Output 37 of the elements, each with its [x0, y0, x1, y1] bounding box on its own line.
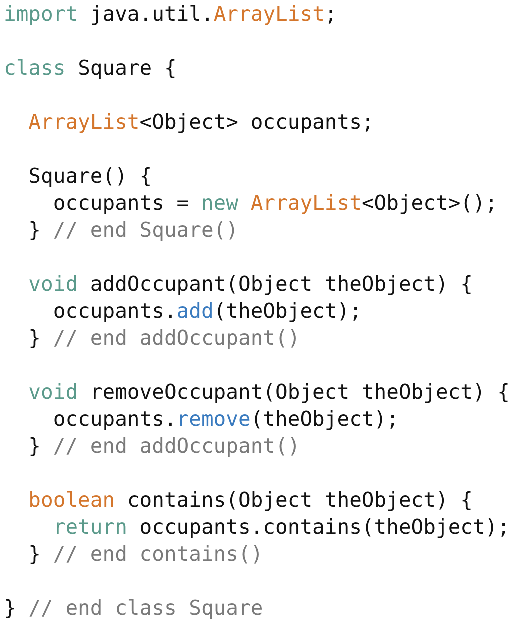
- code-text: }: [28, 434, 42, 458]
- type-name: ArrayList: [214, 2, 325, 26]
- code-text: }: [28, 542, 42, 566]
- code-text: occupants.: [53, 299, 177, 323]
- code-text: <Object>();: [362, 191, 498, 215]
- code-comment: // end addOccupant(): [53, 434, 300, 458]
- code-text: contains(Object theObject) {: [127, 488, 473, 512]
- code-text: <Object> occupants;: [140, 110, 374, 134]
- code-text: }: [28, 218, 42, 242]
- code-text: occupants.contains(theObject);: [140, 515, 510, 539]
- keyword: new: [201, 191, 238, 215]
- method-call: remove: [176, 407, 251, 431]
- code-text: (theObject);: [214, 299, 362, 323]
- code-text: Square() {: [28, 164, 152, 188]
- code-text: ;: [324, 2, 338, 26]
- keyword: return: [53, 515, 128, 539]
- code-comment: // end addOccupant(): [53, 326, 300, 350]
- keyword: import: [4, 2, 78, 26]
- code-comment: // end Square(): [53, 218, 238, 242]
- code-text: addOccupant(Object theObject) {: [90, 272, 473, 296]
- method-call: add: [176, 299, 214, 323]
- keyword: void: [28, 380, 78, 404]
- code-text: }: [28, 326, 42, 350]
- code-text: Square {: [78, 56, 177, 80]
- code-comment: // end contains(): [53, 542, 264, 566]
- type-name: ArrayList: [28, 110, 140, 134]
- code-text: occupants.: [53, 407, 177, 431]
- code-text: occupants =: [53, 191, 190, 215]
- code-text: (theObject);: [250, 407, 399, 431]
- type-name: boolean: [28, 488, 116, 512]
- keyword: void: [28, 272, 78, 296]
- keyword: class: [4, 56, 66, 80]
- code-text: }: [4, 596, 16, 620]
- code-text: java.util.: [90, 2, 214, 26]
- code-comment: // end class Square: [28, 596, 264, 620]
- type-name: ArrayList: [250, 191, 362, 215]
- code-text: removeOccupant(Object theObject) {: [90, 380, 510, 404]
